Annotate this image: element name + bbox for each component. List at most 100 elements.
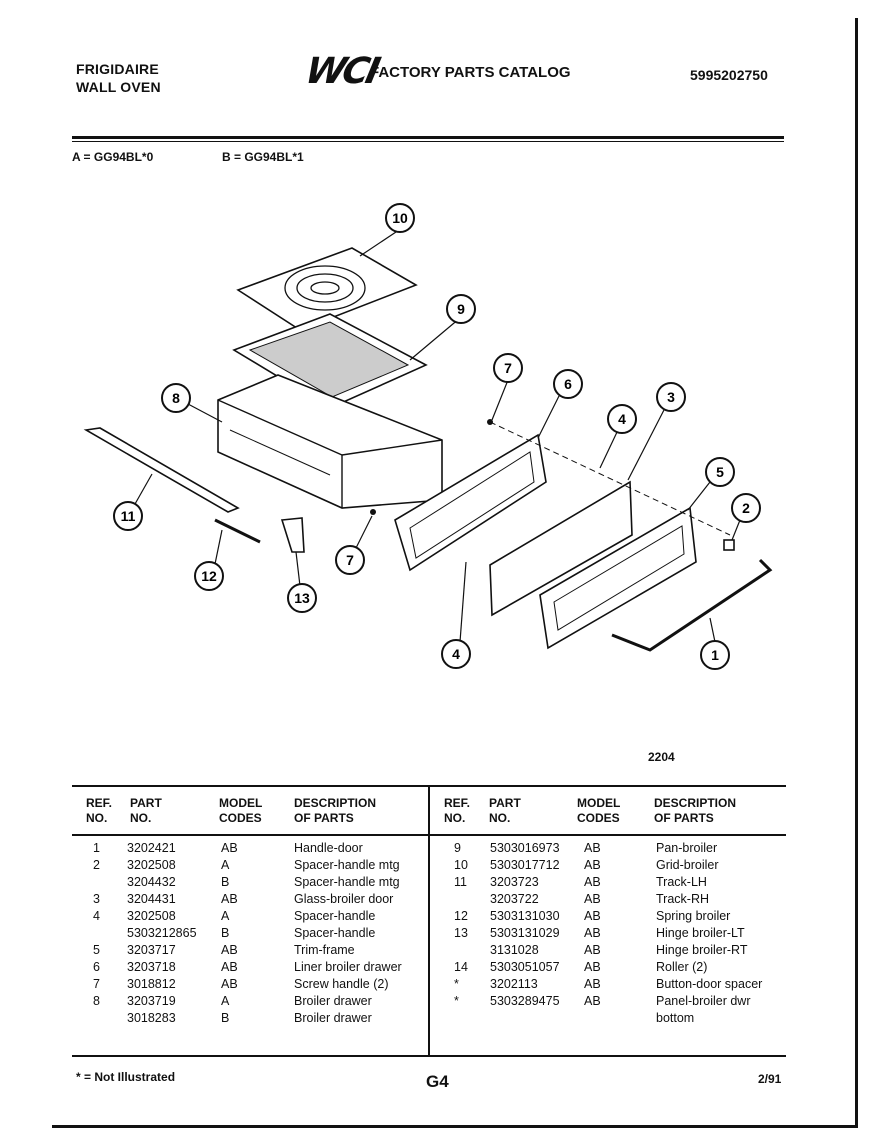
model-code: AB	[584, 875, 601, 889]
ref-no: 7	[93, 977, 100, 991]
broiler-drawer-drawing	[217, 374, 443, 509]
part-description: Broiler drawer	[294, 994, 372, 1008]
part-no: 3203722	[490, 892, 539, 906]
table-row: 12 5303131030 AB Spring broiler	[0, 908, 880, 925]
part-description: Roller (2)	[656, 960, 708, 974]
part-no: 5303051057	[490, 960, 560, 974]
model-code: A	[221, 858, 230, 872]
part-no: 3203719	[127, 994, 176, 1008]
part-no: 3202508	[127, 858, 176, 872]
ref-no: 8	[93, 994, 100, 1008]
ref-no: 6	[93, 960, 100, 974]
callout-4b: 4	[452, 646, 460, 662]
part-description: Hinge broiler-LT	[656, 926, 745, 940]
trim-frame-drawing	[539, 506, 697, 650]
part-no: 3204432	[127, 875, 176, 889]
part-description: Track-LH	[656, 875, 707, 889]
liner-drawing	[394, 433, 547, 572]
document-number: 5995202750	[690, 67, 768, 83]
table-row: 3131028 AB Hinge broiler-RT	[0, 942, 880, 959]
part-description: Hinge broiler-RT	[656, 943, 748, 957]
part-no: 5303212865	[127, 926, 197, 940]
ref-no: 12	[454, 909, 468, 923]
part-description: Broiler drawer	[294, 1011, 372, 1025]
exploded-parts-diagram: 10 9 8 7 6 4 3 5 2 11 12 13 7 4 1	[83, 203, 773, 670]
part-no: 3018283	[127, 1011, 176, 1025]
model-code: AB	[221, 943, 238, 957]
table-row: 5303212865 B Spacer-handle	[0, 925, 880, 942]
spacer-drawing	[723, 539, 735, 551]
part-no: 3203723	[490, 875, 539, 889]
model-code: AB	[221, 841, 238, 855]
model-code: AB	[584, 994, 601, 1008]
header-ref-right: REF.NO.	[444, 796, 471, 825]
model-code: AB	[584, 977, 601, 991]
model-code: AB	[221, 977, 238, 991]
model-code: AB	[221, 892, 238, 906]
model-code: AB	[584, 858, 601, 872]
ref-no: 10	[454, 858, 468, 872]
callout-10: 10	[392, 210, 408, 226]
page-frame	[52, 18, 858, 1128]
brand-name: FRIGIDAIRE	[76, 61, 159, 77]
callout-2: 2	[742, 500, 750, 516]
part-description: Panel-broiler dwr	[656, 994, 751, 1008]
part-no: 3203717	[127, 943, 176, 957]
callout-13: 13	[294, 590, 310, 606]
part-no: 5303016973	[490, 841, 560, 855]
callout-11: 11	[121, 508, 136, 524]
part-description: Spacer-handle	[294, 926, 376, 940]
ref-no: *	[454, 994, 459, 1008]
callout-5: 5	[716, 464, 724, 480]
part-no: 3203718	[127, 960, 176, 974]
model-code: A	[221, 994, 230, 1008]
glass-door-drawing	[489, 480, 633, 617]
figure-id: 2204	[648, 750, 675, 764]
part-no: 3131028	[490, 943, 539, 957]
part-description: Track-RH	[656, 892, 710, 906]
header-rule	[72, 136, 784, 139]
ref-no: *	[454, 977, 459, 991]
header-ref-left: REF.NO.	[86, 796, 113, 825]
table-column-divider	[428, 786, 430, 1056]
wci-logo: WCI	[301, 51, 381, 92]
part-description: Screw handle (2)	[294, 977, 389, 991]
model-code: A	[221, 909, 230, 923]
part-description: Spring broiler	[656, 909, 731, 923]
part-description: Spacer-handle mtg	[294, 875, 400, 889]
part-no: 3202508	[127, 909, 176, 923]
part-no: 3204431	[127, 892, 176, 906]
callout-12: 12	[201, 568, 217, 584]
callout-7a: 7	[504, 360, 512, 376]
callout-6: 6	[564, 376, 572, 392]
model-a: A = GG94BL*0	[72, 150, 154, 164]
table-row: 7 3018812 AB Screw handle (2)	[0, 976, 880, 993]
callout-4a: 4	[618, 411, 626, 427]
model-code: AB	[584, 960, 601, 974]
part-no: 5303131030	[490, 909, 560, 923]
model-code: AB	[584, 841, 601, 855]
ref-no: 9	[454, 841, 461, 855]
ref-no: 4	[93, 909, 100, 923]
model-code: AB	[584, 909, 601, 923]
model-code: B	[221, 926, 230, 940]
not-illustrated-note: * = Not Illustrated	[76, 1070, 176, 1084]
page-number: G4	[426, 1072, 449, 1091]
callout-7b: 7	[346, 552, 354, 568]
callout-8: 8	[172, 390, 180, 406]
catalog-title: FACTORY PARTS CATALOG	[370, 64, 571, 81]
model-code: AB	[584, 943, 601, 957]
part-no: 3018812	[127, 977, 176, 991]
model-code: AB	[584, 926, 601, 940]
